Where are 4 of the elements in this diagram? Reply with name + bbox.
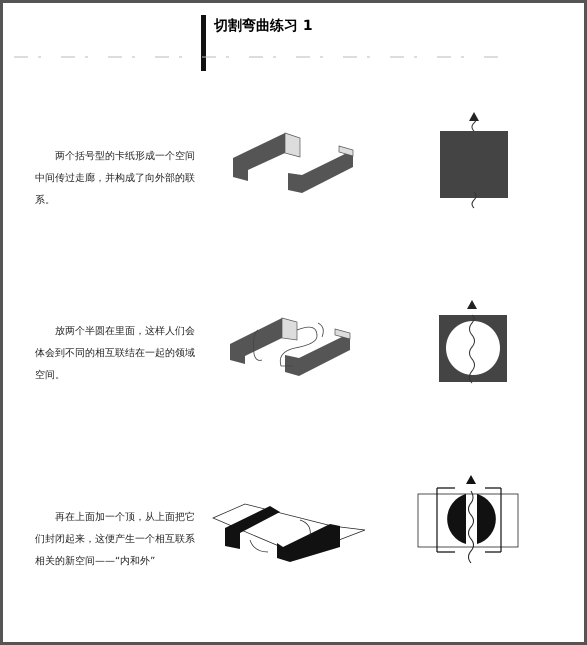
paragraph: 放两个半圆在里面，这样人们会体会到不同的相互联结在一起的领域空间。 — [35, 324, 195, 383]
page-title: 切割弯曲练习 1 — [214, 17, 313, 35]
paragraph: 再在上面加一个顶，从上面把它们封闭起来，这便产生一个相互联系相关的新空间——“内和外” — [35, 510, 195, 569]
paragraph: 两个括号型的卡纸形成一个空间中间传过走廊，并构成了向外部的联系。 — [35, 150, 195, 208]
